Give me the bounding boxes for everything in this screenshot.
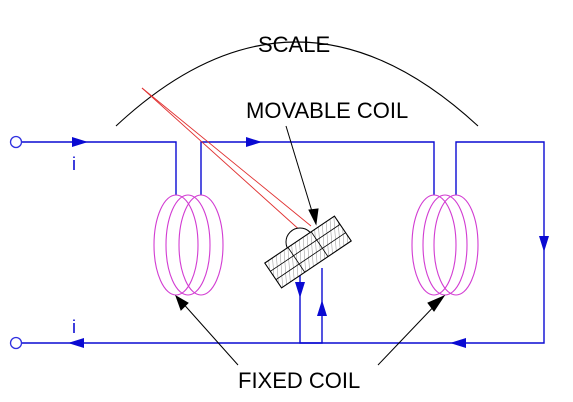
current-arrows [68, 137, 549, 348]
movable-coil-label: MOVABLE COIL [246, 98, 408, 123]
arrow-bottom-right [450, 338, 466, 348]
arrow-bottom-output [68, 338, 84, 348]
current-label-bottom: i [72, 317, 76, 337]
scale-label: SCALE [258, 32, 330, 57]
current-label-top: i [72, 154, 76, 174]
movable-coil [264, 215, 352, 289]
arrow-top-input [72, 137, 88, 147]
arrow-right-down [539, 236, 549, 252]
scale-arc [115, 41, 479, 127]
terminal-top [9, 135, 23, 149]
pointer-needle [141, 87, 312, 234]
arrow-coil-up [317, 300, 327, 316]
leader-lines [175, 125, 446, 366]
circuit-wires [22, 141, 545, 344]
fixed-coil-left [153, 194, 224, 296]
arrow-top-mid [246, 137, 262, 147]
fixed-coil-right [411, 194, 479, 296]
arrow-coil-down [295, 282, 305, 298]
terminal-bottom [9, 336, 23, 350]
fixed-coil-label: FIXED COIL [238, 368, 360, 393]
